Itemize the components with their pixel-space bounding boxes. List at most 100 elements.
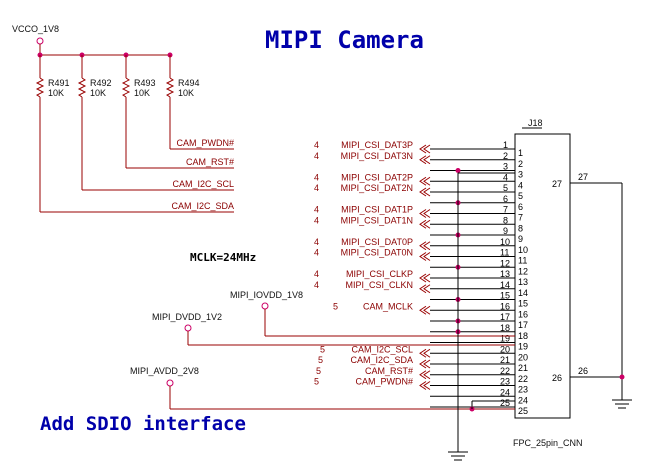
pin-number-inner: 18 [518, 331, 528, 341]
pin-number-left: 11 [500, 248, 509, 258]
vcco-label: VCCO_1V8 [12, 24, 59, 34]
right-pin-net: 26 [578, 366, 588, 376]
sheet-ref: 5 [320, 344, 325, 354]
pin-net-label: CAM_MCLK [363, 301, 413, 311]
pin-number-left: 16 [500, 301, 510, 311]
resistor-body [35, 77, 45, 98]
pin-net-label: MIPI_CSI_DAT0N [341, 248, 413, 258]
sheet-ref: 4 [314, 280, 319, 290]
offpage-arrow-icon [419, 187, 431, 197]
pin-number-left: 8 [503, 215, 508, 225]
pin-net-label: MIPI_CSI_DAT1P [341, 205, 413, 215]
iovdd-terminal [261, 302, 269, 310]
vcco-terminal [36, 37, 44, 45]
resistor-value: 10K [48, 88, 64, 98]
connector-pin: 66 [430, 194, 523, 212]
connector-body [514, 133, 571, 419]
pin-net-label: MIPI_CSI_DAT3N [341, 151, 413, 161]
resistor-body [121, 77, 131, 98]
offpage-arrow-icon [419, 273, 431, 283]
resistor-value: 10K [134, 88, 150, 98]
sheet-ref: 4 [314, 248, 319, 258]
pin-number-left: 4 [503, 172, 508, 182]
offpage-arrow-icon [419, 370, 431, 380]
resistor-ref: R491 [48, 78, 70, 88]
offpage-arrow-icon [419, 176, 431, 186]
pin-number-inner: 3 [518, 170, 523, 180]
right-pin-num: 27 [552, 179, 562, 189]
pin-number-left: 24 [500, 387, 510, 397]
pullup-resistors: R49110KCAM_I2C_SDAR49210KCAM_I2C_SCLR493… [35, 52, 234, 213]
offpage-arrow-icon [419, 381, 431, 390]
offpage-arrow-icon [419, 252, 431, 261]
connector-part: FPC_25pin_CNN [513, 438, 583, 448]
pin-number-left: 6 [503, 194, 508, 204]
pin-number-left: 3 [503, 162, 508, 172]
page-title: MIPI Camera [265, 26, 424, 54]
junction-dot [455, 168, 461, 173]
pullup-net-label: CAM_I2C_SDA [171, 201, 234, 211]
pin-number-inner: 4 [518, 180, 523, 190]
pin-number-inner: 17 [518, 320, 528, 330]
right-pin-net: 27 [578, 172, 588, 182]
right-pin-num: 26 [552, 373, 562, 383]
sheet-ref: 5 [333, 301, 338, 311]
sheet-ref: 4 [314, 205, 319, 215]
iovdd-rail: MIPI_IOVDD_1V8 [230, 290, 515, 337]
pin-net-label: CAM_I2C_SCL [351, 344, 413, 354]
sheet-ref: 5 [316, 366, 321, 376]
avdd-rail: MIPI_AVDD_2V8 [130, 366, 515, 412]
pin-number-inner: 24 [518, 395, 528, 405]
resistor-ref: R494 [178, 78, 200, 88]
offpage-arrow-icon [419, 348, 431, 358]
pin-number-left: 14 [500, 280, 510, 290]
pin-number-left: 10 [500, 237, 510, 247]
pin-number-left: 7 [503, 205, 508, 215]
pin-number-inner: 16 [518, 309, 528, 319]
pin-number-left: 9 [503, 226, 508, 236]
resistor-ref: R493 [134, 78, 156, 88]
pin-net-label: MIPI_CSI_CLKN [345, 280, 413, 290]
resistor-value: 10K [90, 88, 106, 98]
pin-number-inner: 1 [518, 148, 523, 158]
pin-number-left: 22 [500, 366, 510, 376]
pin-number-inner: 15 [518, 299, 528, 309]
avdd-label: MIPI_AVDD_2V8 [130, 366, 199, 376]
offpage-arrow-icon [419, 144, 431, 154]
pin-number-inner: 11 [518, 256, 527, 266]
footer-note: Add SDIO interface [40, 413, 246, 435]
ground-symbol [448, 451, 468, 461]
connector-pin: 16 16 CAM_MCLK 5 [333, 301, 528, 319]
pin-number-inner: 20 [518, 352, 528, 362]
offpage-arrow-icon [419, 219, 431, 229]
pin-number-left: 19 [500, 334, 510, 344]
connector-pin: 24 24 [430, 387, 528, 405]
sheet-ref: 4 [314, 151, 319, 161]
pin-net-label: MIPI_CSI_DAT0P [341, 237, 413, 247]
pin-number-inner: 19 [518, 342, 528, 352]
sheet-ref: 4 [314, 215, 319, 225]
offpage-arrow-icon [419, 284, 431, 294]
sheet-ref: 4 [314, 269, 319, 279]
mclk-note: MCLK=24MHz [190, 251, 256, 264]
pin-number-left: 1 [503, 140, 508, 150]
pin-net-label: MIPI_CSI_DAT2N [341, 183, 413, 193]
pin-number-inner: 13 [518, 277, 528, 287]
resistor-body [165, 77, 175, 98]
pin-number-left: 21 [500, 355, 510, 365]
resistor-body [77, 77, 87, 98]
pin-number-inner: 2 [518, 159, 523, 169]
